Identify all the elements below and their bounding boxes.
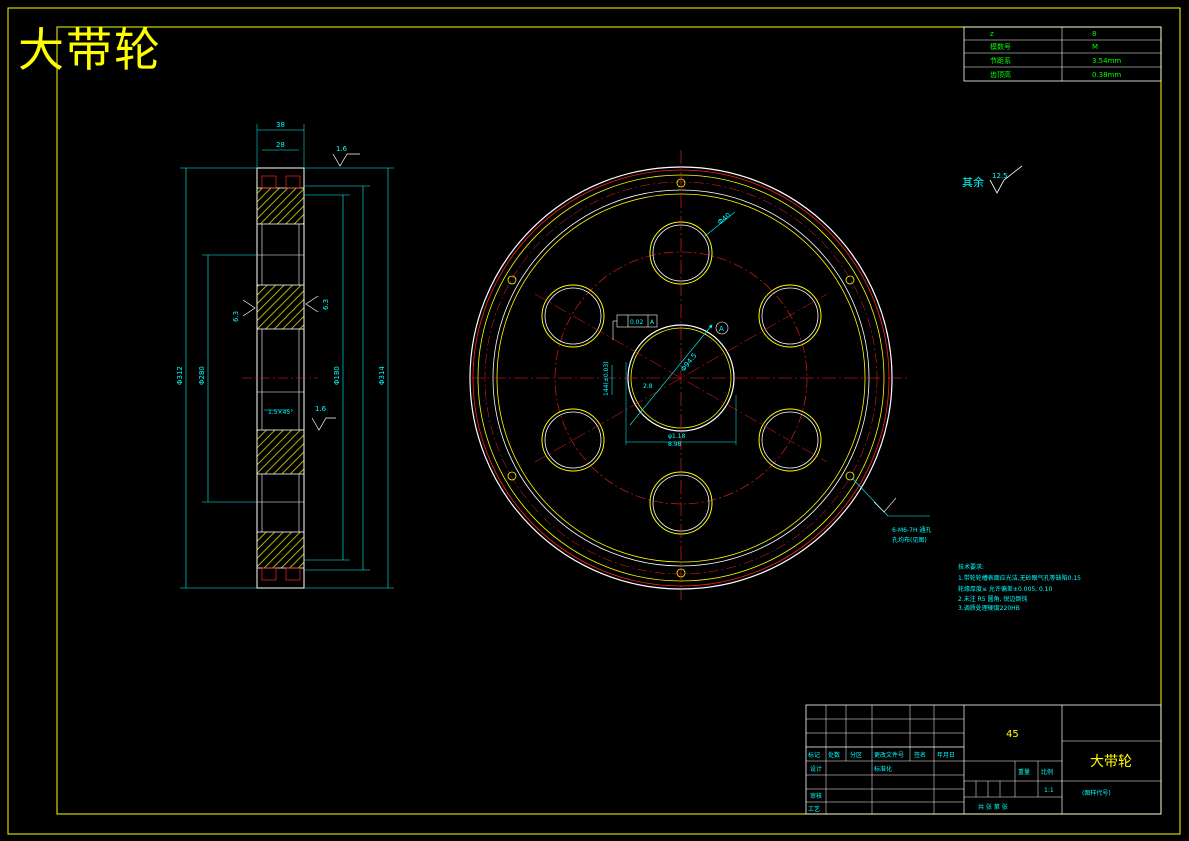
rest-roughness-label: 其余	[962, 175, 984, 189]
datum-marker	[715, 321, 729, 335]
roughness-mid-left: 6.3	[232, 311, 240, 322]
param-table: z 8 模数号 M 节距系 3.54mm 齿顶高 0.38mm	[963, 26, 1162, 82]
dim-left: Φ280	[198, 366, 206, 385]
hatch-section	[256, 187, 305, 225]
dim-top-inner: 28	[276, 141, 285, 149]
dim-far-left: Φ312	[176, 366, 184, 385]
bolt-hole	[507, 471, 517, 481]
rest-roughness: 其余 12.5	[962, 165, 1023, 194]
roughness-symbol	[332, 153, 360, 167]
roughness-mid-right: 6.3	[322, 299, 330, 310]
tech-req-title: 技术要求:	[958, 563, 984, 571]
key-width-top: φ1.18	[668, 433, 686, 440]
drawing-big-title: 大带轮	[18, 23, 162, 77]
tb-row-label: 签名	[914, 751, 926, 759]
bolt-hole	[845, 471, 855, 481]
tb-review-label: 审核	[810, 792, 822, 800]
tech-req-line: 轮缘厚度≤ 允许偏差±0.005, 0.10	[958, 585, 1052, 593]
roughness-symbol	[305, 295, 319, 313]
tb-standard-label: 标准化	[874, 765, 892, 773]
rest-roughness-value: 12.5	[992, 172, 1008, 180]
side-view-dimensions: 38 28 Φ312 Φ280 Φ180 Φ314	[176, 121, 394, 589]
side-view	[242, 167, 318, 589]
param-label-4: 齿顶高	[990, 70, 1011, 79]
hatch-section	[256, 429, 305, 475]
param-label-1: z	[990, 30, 994, 38]
dim-right-inner: Φ180	[333, 366, 341, 385]
hole-dim: Φ40	[716, 211, 732, 226]
lightening-hole	[649, 221, 713, 285]
bolt-hole	[507, 275, 517, 285]
hatch-section	[256, 531, 305, 569]
tb-row-label: 处数	[828, 751, 840, 759]
param-label-3: 节距系	[990, 56, 1011, 65]
tb-row-label: 年月日	[937, 751, 955, 759]
tb-weight-label: 重量	[1018, 768, 1030, 776]
inner-frame	[56, 26, 1162, 815]
tb-row-label: 标记	[808, 751, 820, 759]
chamfer-label: 1.5×45°	[268, 409, 293, 416]
roughness-symbol	[242, 299, 256, 317]
key-depth: 144(±0.03)	[603, 361, 610, 396]
tolerance-value: 0.02	[630, 319, 644, 326]
dim-top-outer: 38	[276, 121, 285, 129]
param-label-2: 模数号	[990, 42, 1011, 51]
tb-part-name: 大带轮	[1090, 754, 1132, 770]
front-view-annotations: Φ94.5 Φ40 0.02 A A 144(±0.03) 2.8 φ1.18 …	[603, 211, 931, 544]
title-block: 标记 处数 分区 更改文件号 签名 年月日 设计 标准化 审核 工艺 45 重量…	[805, 704, 1162, 815]
small-mark: 2.8	[643, 383, 653, 390]
tb-scale-value: 1:1	[1044, 787, 1054, 794]
outer-frame	[7, 7, 1181, 835]
lightening-hole	[541, 284, 605, 348]
tb-process-label: 工艺	[808, 805, 820, 813]
datum-label: A	[719, 325, 724, 333]
param-value-3: 3.54mm	[1092, 57, 1121, 65]
param-value-2: M	[1092, 43, 1098, 51]
tb-drawing-code: (图样代号)	[1082, 789, 1111, 797]
bore-dim: Φ94.5	[679, 352, 698, 374]
lightening-hole	[758, 408, 822, 472]
tolerance-datum: A	[650, 319, 655, 326]
dim-right-outer: Φ314	[378, 366, 386, 385]
roughness-lower: 1.6	[315, 405, 327, 413]
tb-row-label: 分区	[850, 751, 862, 759]
lightening-hole	[758, 284, 822, 348]
bolt-hole	[845, 275, 855, 285]
tech-req-line: 1.带轮轮槽表面应光洁,无砂眼气孔等缺陷0.15	[958, 574, 1081, 582]
key-width-bottom: 8.98	[668, 441, 682, 448]
tb-scale-label: 比例	[1041, 768, 1053, 776]
tb-row-label: 更改文件号	[874, 751, 904, 759]
param-value-4: 0.38mm	[1092, 71, 1121, 79]
tech-req-line: 2.未注 R5 圆角, 锐边倒钝	[958, 595, 1027, 603]
roughness-symbol	[311, 417, 336, 431]
bolt-callout-1: 6-M6-7H 通孔	[892, 526, 931, 534]
lightening-hole	[541, 408, 605, 472]
roughness-top: 1.6	[336, 145, 348, 153]
tech-req-line: 3.调质处理硬度220HB	[958, 604, 1020, 612]
front-view	[469, 150, 908, 600]
hatch-section	[256, 284, 305, 330]
tb-design-label: 设计	[810, 765, 822, 773]
tb-material: 45	[1006, 729, 1019, 740]
param-value-1: 8	[1092, 30, 1096, 38]
tech-requirements: 技术要求: 1.带轮轮槽表面应光洁,无砂眼气孔等缺陷0.15 轮缘厚度≤ 允许偏…	[958, 563, 1081, 612]
bolt-callout-2: 孔均布(见图)	[892, 536, 927, 544]
tb-sheet-text: 共 张 第 张	[978, 803, 1008, 811]
